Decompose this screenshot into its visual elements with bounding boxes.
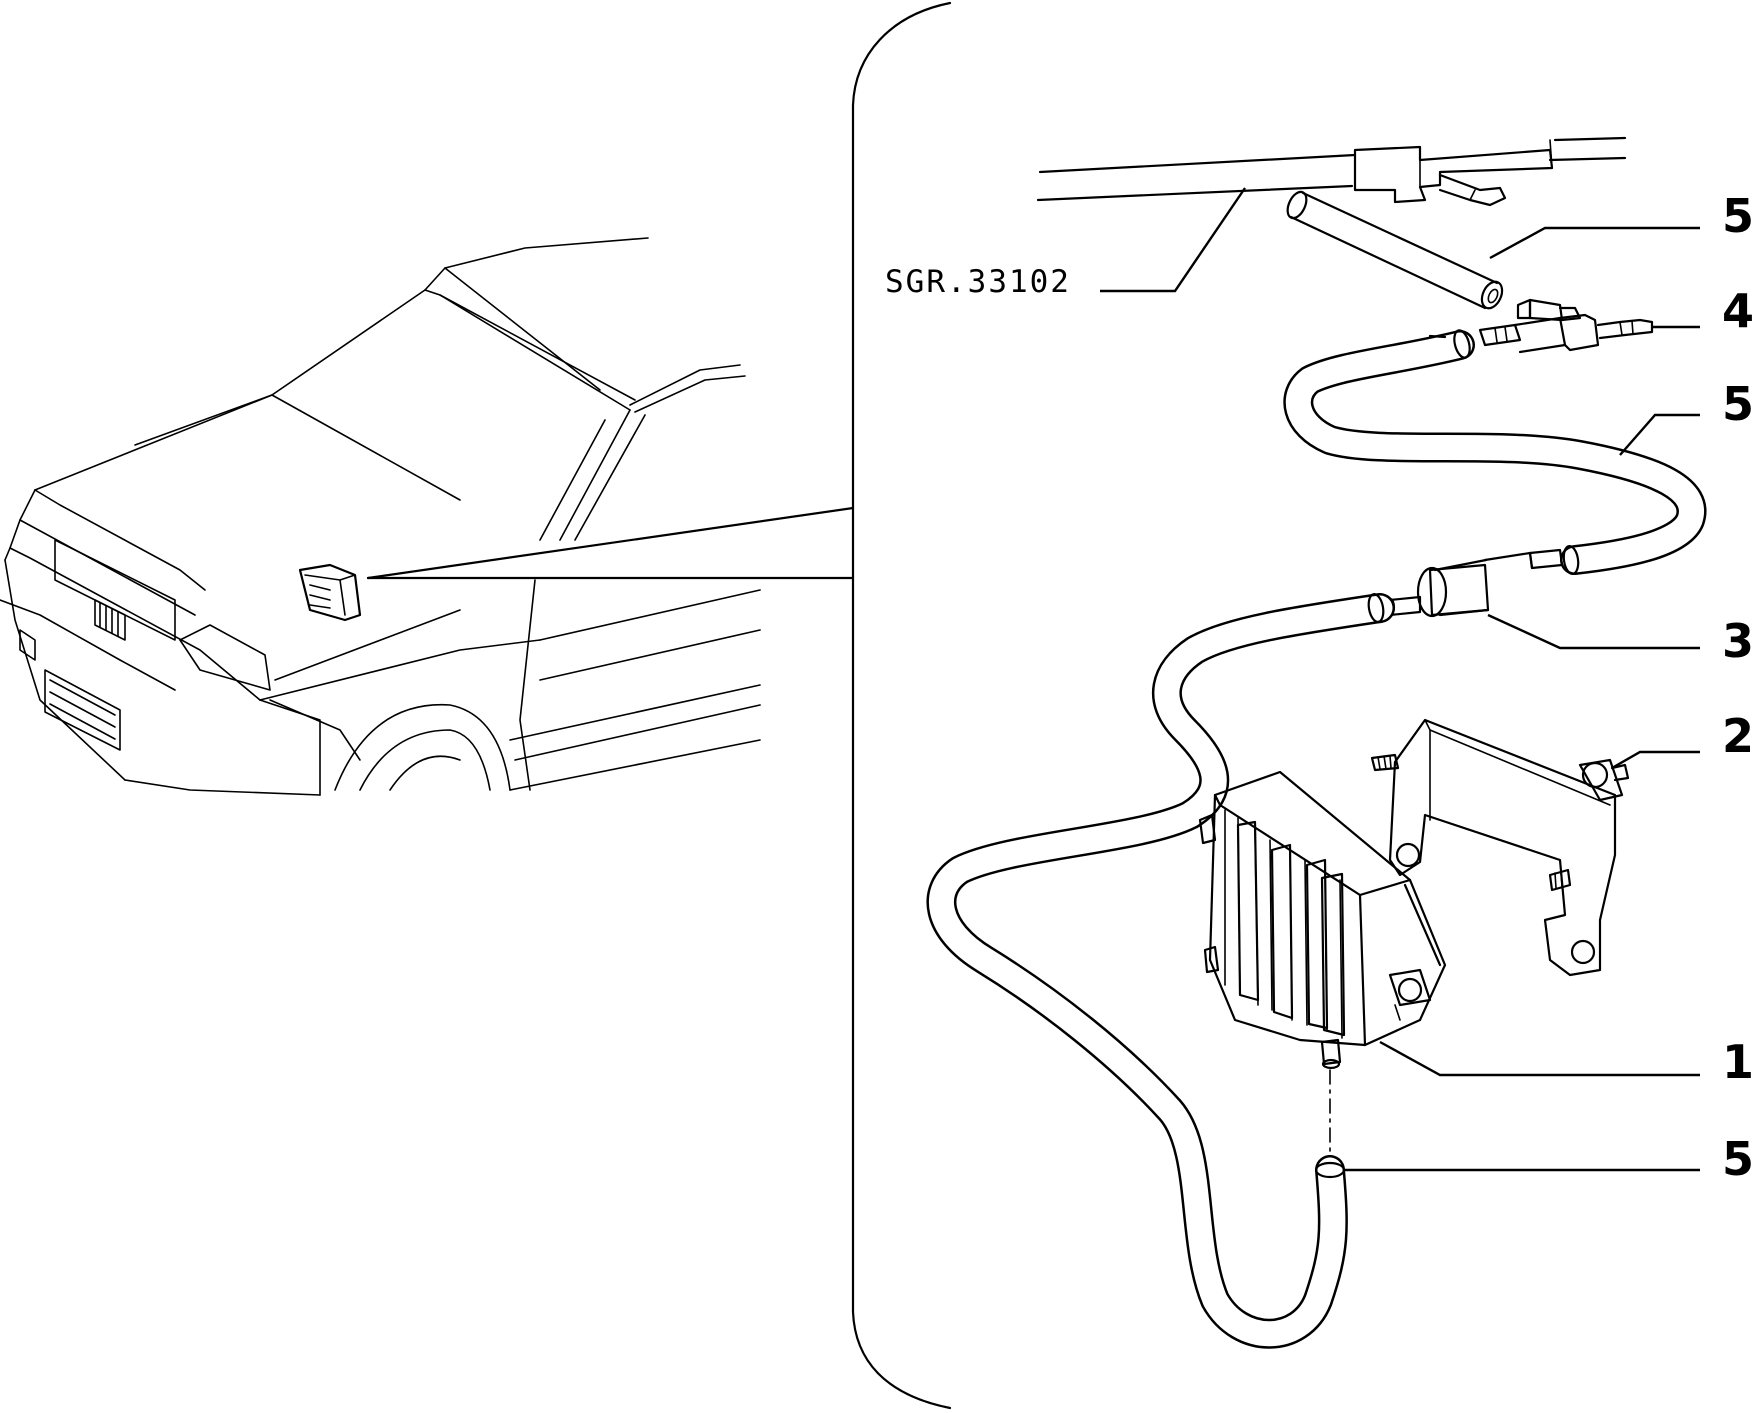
- control-unit-part: [1198, 770, 1447, 1070]
- reference-code-label: SGR.33102: [885, 264, 1071, 300]
- hose-middle-part: [1283, 329, 1707, 575]
- main-line-with-tee: [1036, 136, 1627, 207]
- callout-bracket: 2: [1722, 709, 1754, 763]
- callout-hose-top: 5: [1722, 189, 1754, 243]
- leader-lines: [1100, 187, 1700, 1172]
- detail-pointer-lines: [366, 506, 855, 580]
- bracket-part: [1370, 718, 1630, 977]
- hose-long-part: [926, 593, 1395, 1349]
- tee-connector-part: [1478, 298, 1654, 354]
- car-overview-illustration: [0, 237, 761, 796]
- callout-control-unit: 1: [1722, 1035, 1754, 1089]
- callout-hose-middle: 5: [1722, 377, 1754, 431]
- filter-part: [1384, 548, 1564, 618]
- callout-tee-connector: 4: [1722, 284, 1754, 338]
- detail-boundary-line: [851, 1, 952, 1410]
- callout-hose-bottom: 5: [1722, 1132, 1754, 1186]
- callout-filter: 3: [1722, 614, 1754, 668]
- hose-top-part: [1286, 190, 1504, 310]
